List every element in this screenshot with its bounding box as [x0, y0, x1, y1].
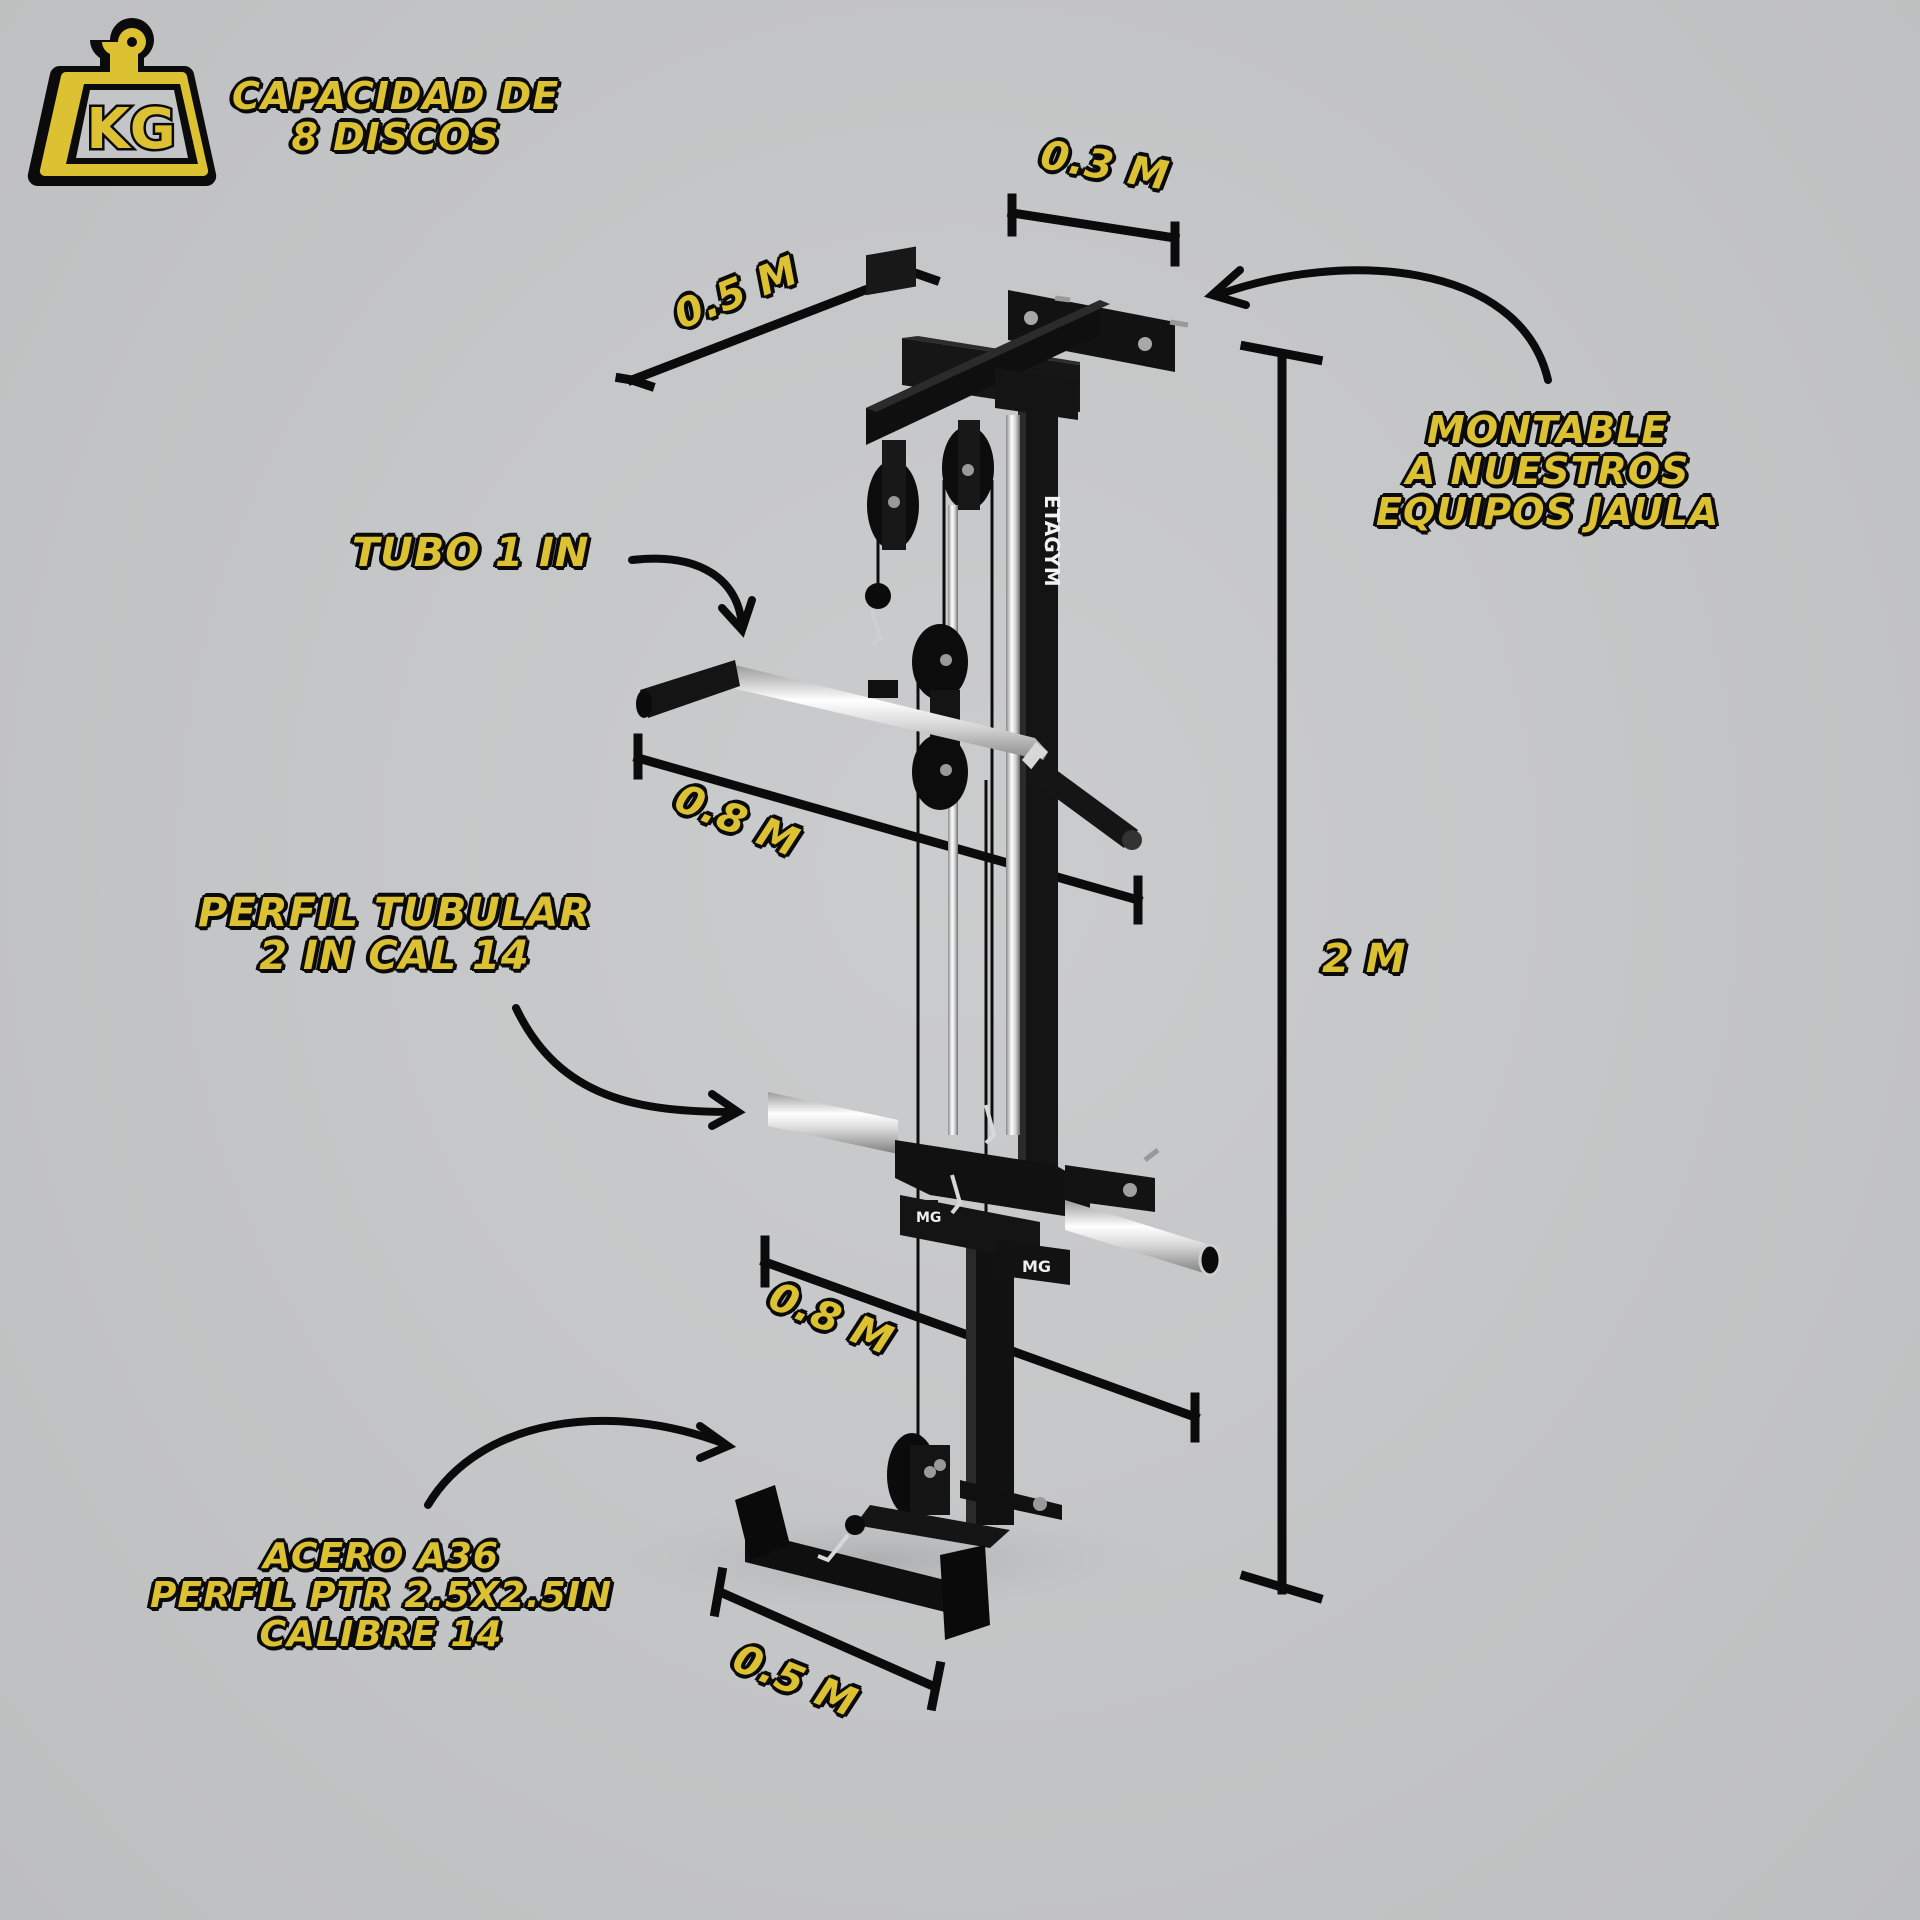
steel-spec-label: ACERO A36 PERFIL PTR 2.5X2.5IN CALIBRE 1… — [149, 1536, 613, 1655]
floor-base — [735, 1433, 1062, 1640]
main-upright-post: ETAGYM — [966, 400, 1064, 1525]
frame-logo-2: MG — [1022, 1257, 1051, 1276]
cable-stop-ball — [865, 583, 891, 609]
lat-pulldown-bar — [636, 660, 1142, 850]
capacity-label: CAPACIDAD DE 8 DISCOS — [231, 74, 560, 160]
weight-carriage: MG MG — [768, 1092, 1222, 1285]
profile-tube-label: PERFIL TUBULAR 2 IN CAL 14 — [197, 890, 592, 980]
top-pulleys — [867, 420, 994, 550]
top-mount-bracket — [866, 246, 1189, 445]
svg-text:KG: KG — [86, 97, 175, 162]
frame-logo: MG — [916, 1210, 941, 1226]
brand-text: ETAGYM — [1040, 495, 1064, 587]
bar-tube-label: TUBO 1 IN — [351, 530, 590, 576]
kg-weight-icon: KG — [27, 18, 217, 187]
dimension-height: 2 M — [1321, 936, 1407, 982]
guide-rods — [948, 415, 1020, 1135]
mount-compatibility-label: MONTABLE A NUESTROS EQUIPOS JAULA — [1375, 408, 1720, 535]
pointer-arrows — [424, 266, 1552, 1509]
